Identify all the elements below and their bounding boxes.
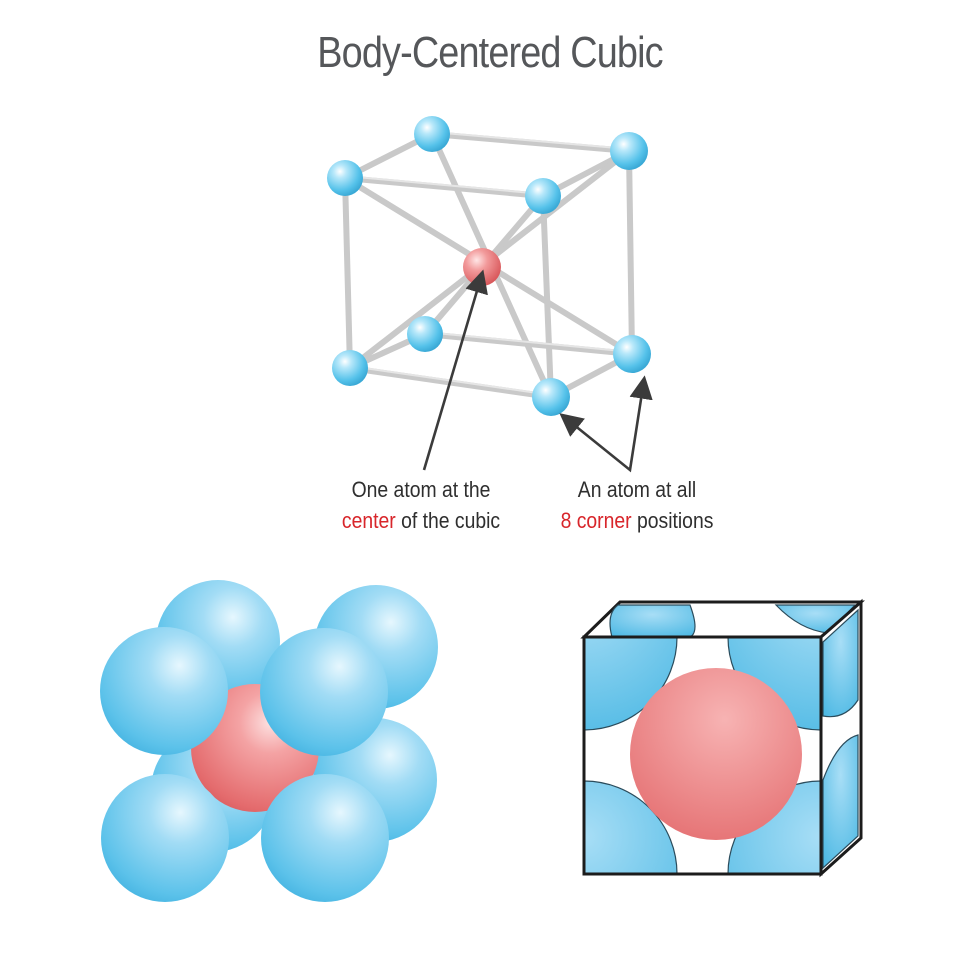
center-arrow — [422, 269, 488, 471]
front-atom — [101, 774, 229, 902]
corner-caption-rest: positions — [631, 508, 714, 533]
diagram-title: Body-Centered Cubic — [317, 28, 663, 77]
unit-cell-model — [580, 598, 865, 878]
center-caption-line1: One atom at the — [351, 477, 491, 502]
corner-atom — [414, 116, 450, 152]
corner-atom — [613, 335, 651, 373]
lattice-model — [327, 116, 651, 416]
corner-atom-section — [727, 780, 821, 874]
center-atom-caption: One atom at the center of the cubic — [311, 474, 531, 536]
corner-atom-caption: An atom at all 8 corner positions — [527, 474, 747, 536]
center-caption-rest: of the cubic — [395, 508, 501, 533]
corner-atom-section — [822, 734, 859, 870]
corner-atom-section — [584, 780, 678, 874]
corner-atom-section — [584, 637, 678, 731]
corner-atom — [327, 160, 363, 196]
front-atom — [100, 627, 228, 755]
corner-highlight: 8 corner — [560, 508, 632, 533]
corner-atom — [525, 178, 561, 214]
annotation-arrows — [422, 269, 653, 473]
corner-atom-section — [609, 604, 696, 638]
center-highlight: center — [341, 508, 396, 533]
center-atom — [463, 248, 501, 286]
corner-atom — [532, 378, 570, 416]
corner-arrow — [559, 375, 653, 473]
corner-atom — [332, 350, 368, 386]
center-caption-line2: center of the cubic — [311, 505, 531, 536]
center-atom-section — [630, 668, 802, 840]
packed-sphere-model — [100, 580, 438, 902]
front-atom — [260, 628, 388, 756]
corner-caption-line1: An atom at all — [577, 477, 697, 502]
corner-atom-section — [727, 637, 821, 731]
corner-atom — [610, 132, 648, 170]
front-atom — [261, 774, 389, 902]
corner-caption-line2: 8 corner positions — [527, 505, 747, 536]
corner-atom — [407, 316, 443, 352]
corner-atom-section — [822, 608, 859, 718]
